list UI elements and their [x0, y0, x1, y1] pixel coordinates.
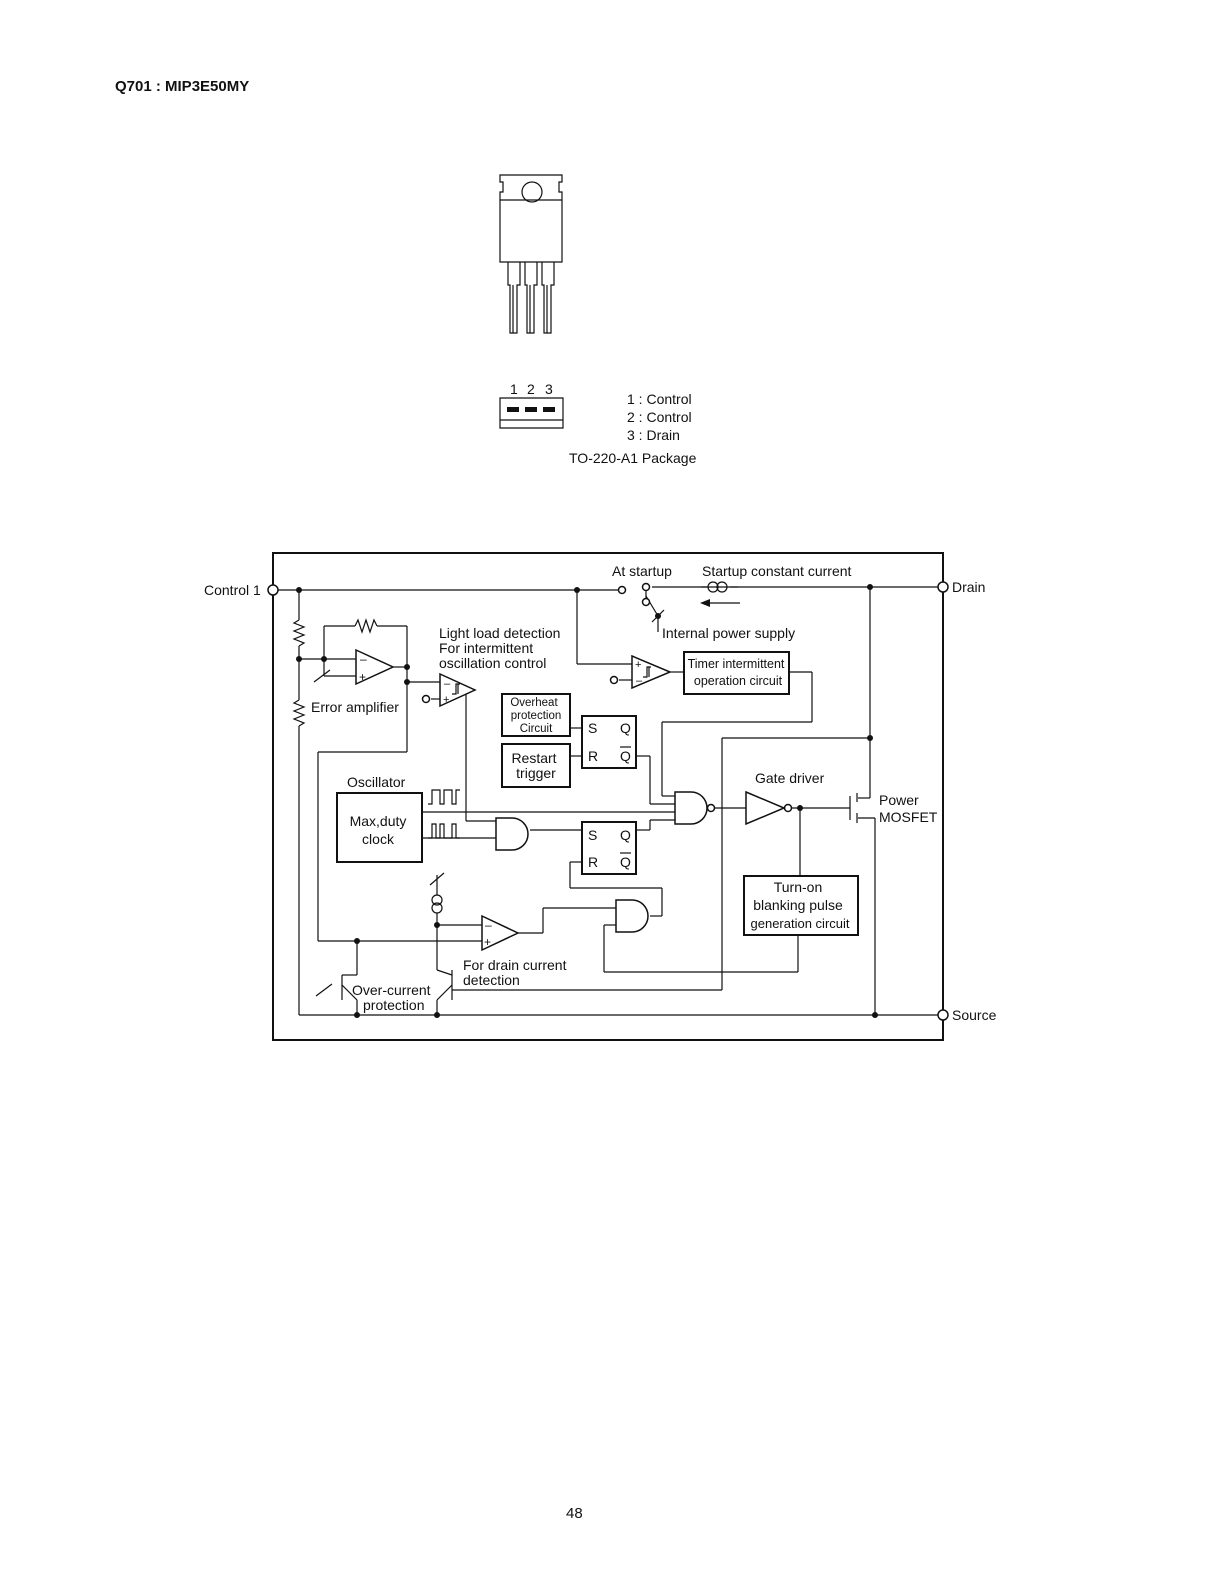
- ff1-qbar: Q: [620, 748, 631, 764]
- pin-number-3: 3: [545, 381, 553, 397]
- timer-block-line-2: operation circuit: [694, 674, 783, 688]
- svg-text:–: –: [636, 675, 643, 687]
- source-terminal-label: Source: [952, 1007, 997, 1023]
- turn-on-block-line-3: generation circuit: [751, 916, 850, 931]
- svg-text:+: +: [484, 935, 491, 949]
- startup-current-label: Startup constant current: [702, 563, 852, 579]
- turn-on-block-line-2: blanking pulse: [753, 897, 843, 913]
- timer-block: [683, 651, 790, 695]
- nand-gate: [674, 791, 708, 825]
- error-amplifier-symbol: – +: [355, 648, 395, 686]
- sr-flipflop-upper: [581, 715, 637, 769]
- oscillator-label: Oscillator: [347, 774, 406, 790]
- clock-block-line-2: clock: [362, 831, 395, 847]
- pin-label-1: 1 : Control: [627, 391, 692, 407]
- junction-dots: [296, 584, 878, 1018]
- light-load-line-3: oscillation control: [439, 655, 546, 671]
- overheat-block-line-3: Circuit: [520, 723, 553, 735]
- light-load-line-1: Light load detection: [439, 625, 560, 641]
- ff1-r: R: [588, 748, 598, 764]
- svg-text:+: +: [635, 659, 641, 671]
- overheat-block-line-2: protection: [511, 710, 562, 722]
- light-load-line-2: For intermittent: [439, 640, 533, 656]
- drain-current-line-1: For drain current: [463, 957, 567, 973]
- internal-power-label: Internal power supply: [662, 625, 795, 641]
- source-terminal: [937, 1009, 949, 1021]
- gate-driver-label: Gate driver: [755, 770, 825, 786]
- restart-block-line-2: trigger: [516, 765, 556, 781]
- gate-driver-symbol: [745, 790, 786, 826]
- page-number: 48: [566, 1505, 583, 1522]
- drain-terminal: [937, 581, 949, 593]
- light-load-comparator-symbol: – +: [439, 672, 477, 708]
- startup-current-source-icon: [707, 581, 728, 593]
- error-amp-label: Error amplifier: [311, 699, 399, 715]
- restart-block: [501, 743, 571, 788]
- svg-text:+: +: [359, 670, 366, 684]
- clock-waveform-upper-icon: [428, 789, 460, 805]
- clock-waveform-lower-icon: [428, 823, 460, 839]
- ff2-q: Q: [620, 827, 631, 843]
- ff2-r: R: [588, 854, 598, 870]
- to220-package-drawing: [499, 174, 563, 334]
- timer-block-line-1: Timer intermittent: [688, 657, 785, 671]
- drain-current-comparator-symbol: – +: [481, 914, 520, 952]
- pin-number-2: 2: [527, 381, 535, 397]
- svg-text:–: –: [444, 678, 451, 690]
- pin-number-1: 1: [510, 381, 518, 397]
- and-gate-clock: [495, 817, 529, 851]
- ff1-s: S: [588, 720, 597, 736]
- package-name: TO-220-A1 Package: [569, 450, 697, 466]
- over-current-line-1: Over-current: [352, 982, 431, 998]
- control-terminal-label: Control 1: [204, 582, 261, 598]
- drain-current-line-2: detection: [463, 972, 520, 988]
- restart-block-line-1: Restart: [511, 750, 556, 766]
- pin-label-2: 2 : Control: [627, 409, 692, 425]
- power-mosfet-line-2: MOSFET: [879, 809, 938, 825]
- clock-block-line-1: Max,duty: [350, 813, 407, 829]
- ff2-s: S: [588, 827, 597, 843]
- and-gate-protection: [615, 899, 649, 933]
- turn-on-block-line-1: Turn-on: [774, 879, 823, 895]
- ff1-q: Q: [620, 720, 631, 736]
- over-current-line-2: protection: [363, 997, 424, 1013]
- clock-block: [336, 792, 423, 863]
- overheat-block: [501, 693, 571, 737]
- control-terminal: [267, 584, 279, 596]
- svg-text:+: +: [443, 694, 449, 706]
- drain-terminal-label: Drain: [952, 579, 985, 595]
- internal-power-comparator-symbol: + –: [631, 654, 672, 690]
- at-startup-label: At startup: [612, 563, 672, 579]
- overheat-block-line-1: Overheat: [510, 697, 558, 709]
- package-bottom-view: 1 2 3: [499, 381, 564, 429]
- ic-outline: [272, 552, 944, 1041]
- pin-label-3: 3 : Drain: [627, 427, 680, 443]
- page-title: Q701 : MIP3E50MY: [115, 78, 250, 95]
- power-mosfet-line-1: Power: [879, 792, 919, 808]
- turn-on-blanking-block: [743, 875, 859, 936]
- sr-flipflop-lower: [581, 821, 637, 875]
- svg-text:–: –: [485, 918, 492, 932]
- power-mosfet-symbol: [849, 793, 858, 823]
- svg-text:–: –: [360, 652, 367, 666]
- ff2-qbar: Q: [620, 854, 631, 870]
